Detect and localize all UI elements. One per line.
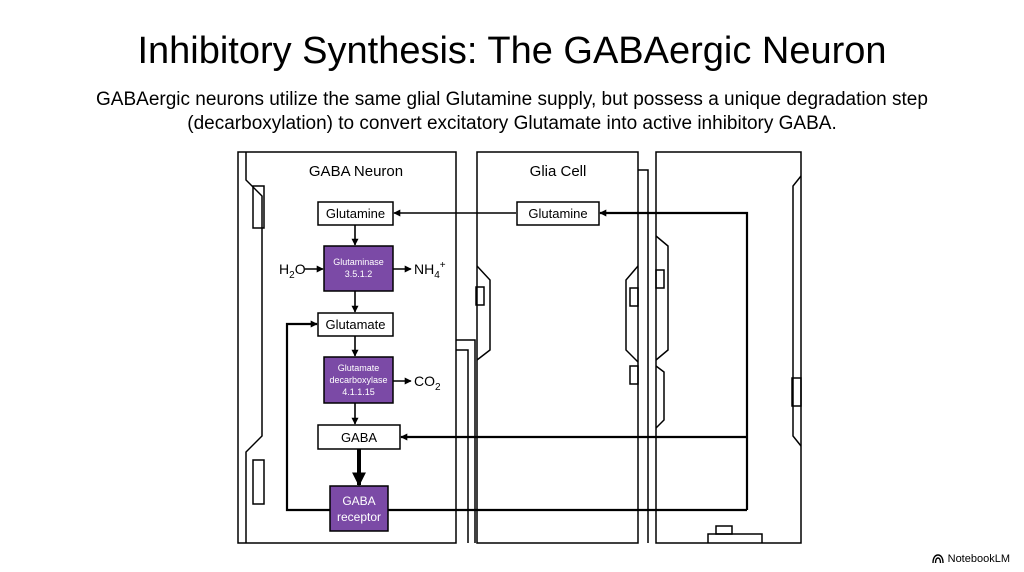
glutamate-node: Glutamate [317, 312, 394, 337]
water-label: H2O [279, 261, 306, 281]
arrow-receptor-to-glutamate [285, 320, 330, 512]
glutaminase-enzyme: Glutaminase 3.5.1.2 [323, 245, 394, 292]
decarboxylase-name-line1: Glutamate [338, 363, 380, 373]
receptor-line1: GABA [342, 494, 375, 508]
gaba-receptor: GABA receptor [329, 485, 389, 532]
page-subtitle: GABAergic neurons utilize the same glial… [96, 89, 928, 134]
gaba-neuron-label: GABA Neuron [309, 163, 403, 180]
glutamate-text: Glutamate [326, 317, 386, 332]
glutamine-glia-text: Glutamine [528, 206, 587, 221]
arrow-return-to-glia-glutamine [599, 209, 749, 437]
glutaminase-ec: 3.5.1.2 [345, 269, 373, 279]
glutaminase-name: Glutaminase [333, 257, 384, 267]
gaba-text: GABA [341, 430, 377, 445]
glutamine-glia-node: Glutamine [516, 201, 600, 226]
receptor-line2: receptor [337, 510, 381, 524]
gaba-node: GABA [317, 424, 401, 450]
notebooklm-logo-icon [931, 554, 944, 564]
glutamine-neuron-text: Glutamine [326, 206, 385, 221]
glutamine-neuron-node: Glutamine [317, 201, 394, 226]
decarboxylase-name-line2: decarboxylase [329, 375, 387, 385]
co2-label: CO2 [414, 373, 441, 393]
glutamate-decarboxylase-enzyme: Glutamate decarboxylase 4.1.1.15 [323, 356, 394, 404]
glia-panel-outline [475, 151, 649, 544]
brand-footer: NotebookLM [931, 552, 1010, 566]
neuron-panel-outline [237, 151, 476, 544]
page-title: Inhibitory Synthesis: The GABAergic Neur… [137, 30, 887, 72]
decarboxylase-ec: 4.1.1.15 [342, 387, 375, 397]
third-panel-outline [655, 151, 802, 544]
glia-cell-label: Glia Cell [530, 163, 587, 180]
brand-label: NotebookLM [947, 553, 1010, 565]
ammonium-label: NH4+ [414, 260, 446, 281]
